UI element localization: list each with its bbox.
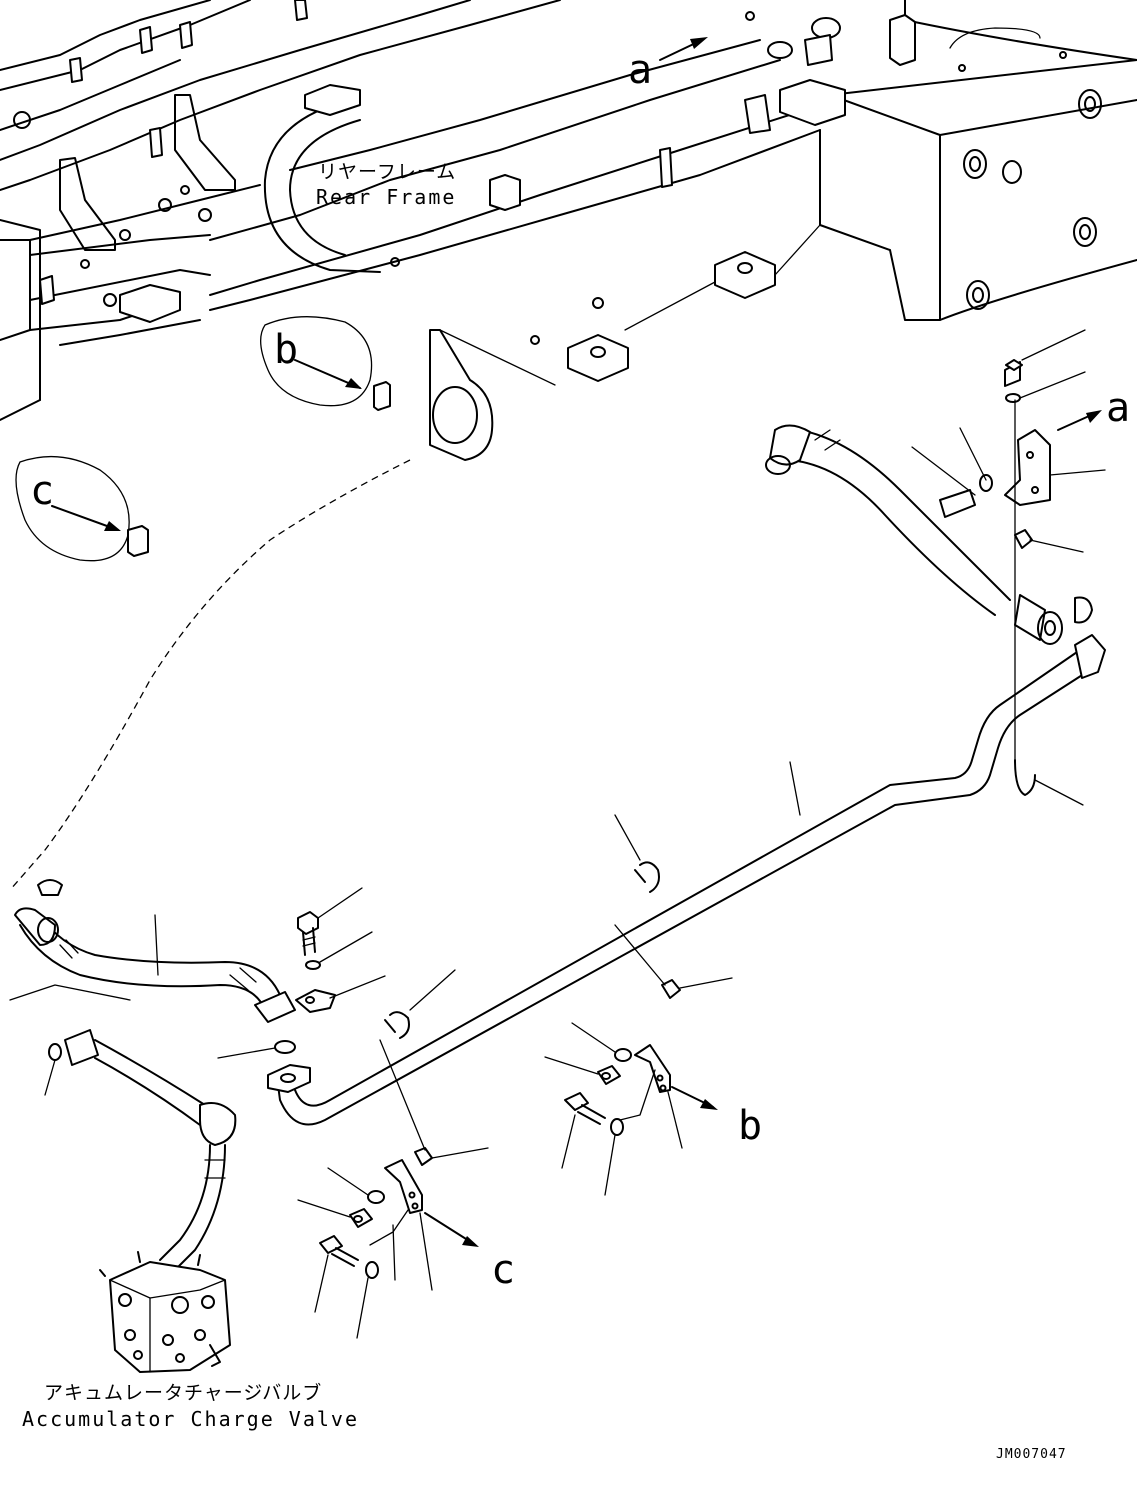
- main-pipe: [267, 634, 1106, 1126]
- left-hose: [14, 879, 296, 1061]
- reference-arrow-a-frame: [659, 37, 708, 61]
- upper-right-hose: [765, 424, 1093, 645]
- accumulator-charge-valve: [99, 1251, 231, 1373]
- bracket-assembly-a: [911, 329, 1106, 806]
- rear-frame-label-jp: リヤーフレーム: [318, 161, 457, 183]
- leader-lines-left: [9, 984, 131, 1096]
- bracket-assembly-b: [544, 924, 733, 1196]
- pipe-clip-upper: [614, 814, 660, 893]
- bracket-assembly-c: [297, 1039, 489, 1339]
- reference-bubble-b: [260, 316, 391, 411]
- drawing-code: JM007047: [996, 1447, 1067, 1462]
- rear-frame: [0, 0, 1137, 891]
- ref-label-b-frame: b: [274, 327, 299, 373]
- rear-frame-label-en: Rear Frame: [316, 185, 457, 209]
- clamp-bolt-group: [217, 887, 386, 1059]
- reference-bubble-c: [15, 455, 149, 562]
- ref-label-a-bracket: a: [1106, 385, 1131, 431]
- valve-hose: [64, 1029, 237, 1271]
- ref-label-c-bracket: c: [491, 1247, 516, 1293]
- ref-label-c-frame: c: [30, 468, 55, 514]
- ref-label-b-bracket: b: [738, 1103, 763, 1149]
- valve-label-en: Accumulator Charge Valve: [22, 1407, 359, 1431]
- ref-label-a-frame: a: [628, 47, 653, 93]
- valve-label-jp: アキュムレータチャージバルブ: [44, 1382, 323, 1404]
- pipe-clip-lower: [384, 969, 456, 1039]
